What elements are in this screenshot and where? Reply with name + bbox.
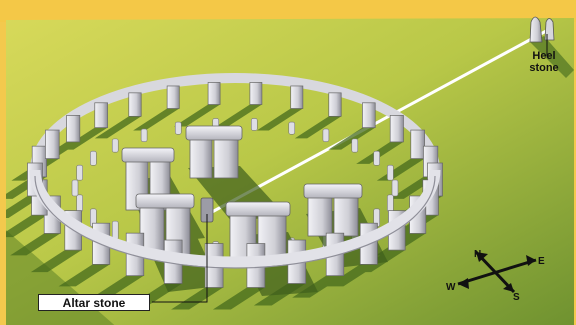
heel-stone-companion	[544, 18, 555, 41]
bluestone	[111, 138, 119, 153]
sarsen-stone	[166, 85, 180, 109]
bluestone	[387, 194, 394, 213]
sarsen-shadow	[174, 104, 221, 127]
sarsen-stone	[207, 82, 221, 105]
trilithon-right-upright-a	[307, 195, 333, 237]
bluestone	[76, 164, 83, 181]
sarsen-shadow	[58, 264, 110, 287]
trilithon-right-upright-b	[333, 195, 359, 237]
stonehenge-diagram: N S E W	[6, 16, 574, 325]
sarsen-shadow	[171, 287, 224, 310]
sarsen-stone	[410, 129, 425, 159]
bluestone	[288, 121, 296, 135]
lintel-ring-front	[29, 169, 441, 268]
heel-stone-label: Heel stone	[524, 50, 564, 74]
trilithon-left-front-lintel	[135, 193, 195, 209]
heel-stone	[529, 16, 543, 43]
bluestone	[174, 121, 182, 135]
bluestone	[322, 128, 330, 142]
compass-arrow-n	[476, 252, 488, 262]
sarsen-shadow	[10, 233, 61, 256]
compass-s: S	[513, 292, 520, 303]
sunrise-sight-line	[211, 28, 549, 214]
sarsen-shadow	[94, 116, 142, 139]
trilithon-right-lintel	[303, 183, 363, 199]
bluestone	[387, 164, 394, 181]
sarsen-stone	[66, 115, 81, 143]
bluestone	[90, 150, 97, 166]
sarsen-shadow	[294, 116, 342, 139]
bluestone-circle	[71, 118, 399, 262]
bluestone	[391, 179, 399, 197]
sarsen-circle-back	[30, 73, 440, 178]
trilithon-back-center	[185, 125, 243, 179]
sarsen-shadow	[328, 127, 376, 150]
compass-n: N	[474, 249, 481, 260]
trilithon-center-front-lintel	[225, 201, 291, 217]
sarsen-stone	[362, 102, 376, 128]
compass-arrow-e	[526, 255, 536, 266]
sarsen-stone	[389, 115, 404, 143]
heel-stone-shadow	[530, 36, 574, 78]
compass-axis-we	[457, 258, 537, 286]
sarsen-shadow	[215, 104, 262, 127]
sarsen-stone	[290, 85, 304, 109]
bluestone	[71, 179, 79, 197]
sarsen-shadow	[326, 264, 378, 287]
sarsen-shadow	[60, 127, 108, 150]
sarsen-shadow	[92, 275, 144, 298]
sarsen-shadow	[30, 250, 82, 273]
lintel-ring-front-edge	[34, 175, 436, 269]
trilithon-left-rear-lintel	[121, 147, 175, 163]
sarsen-circle-front	[27, 162, 443, 288]
trilithon-right	[303, 183, 363, 237]
compass-e: E	[538, 256, 545, 267]
trilithon-back-lintel	[185, 125, 243, 141]
heel-stone-label-line-1: Heel	[532, 50, 556, 62]
lintel-ring-back	[30, 73, 440, 171]
bluestone	[373, 150, 380, 166]
bluestone	[111, 220, 119, 241]
heel-stone-group	[529, 16, 574, 78]
sarsen-shadow	[133, 108, 180, 131]
bluestone	[76, 194, 83, 213]
trilithon-back-upright-left	[189, 137, 213, 179]
compass-rose: N S E W	[446, 249, 545, 303]
bluestone	[351, 138, 359, 153]
compass-arrow-s	[503, 283, 514, 292]
sarsen-shadow	[256, 108, 303, 131]
altar-stone-pointer	[152, 214, 208, 303]
sarsen-shadow	[212, 287, 265, 310]
sarsen-shadow	[6, 215, 48, 238]
sarsen-stone	[128, 92, 142, 117]
bluestone	[250, 118, 258, 131]
sarsen-stone	[328, 92, 342, 117]
top-border-strip	[0, 0, 576, 22]
heel-stone-label-line-2: stone	[529, 62, 559, 74]
compass-arrow-w	[458, 278, 469, 289]
trilithon-back-upright-right	[213, 137, 239, 179]
sarsen-stone	[45, 129, 60, 159]
sarsen-stone	[94, 102, 108, 128]
bluestone	[140, 128, 148, 142]
sarsen-stone	[249, 82, 263, 105]
compass-w: W	[446, 282, 456, 293]
altar-stone-label: Altar stone	[38, 294, 150, 311]
